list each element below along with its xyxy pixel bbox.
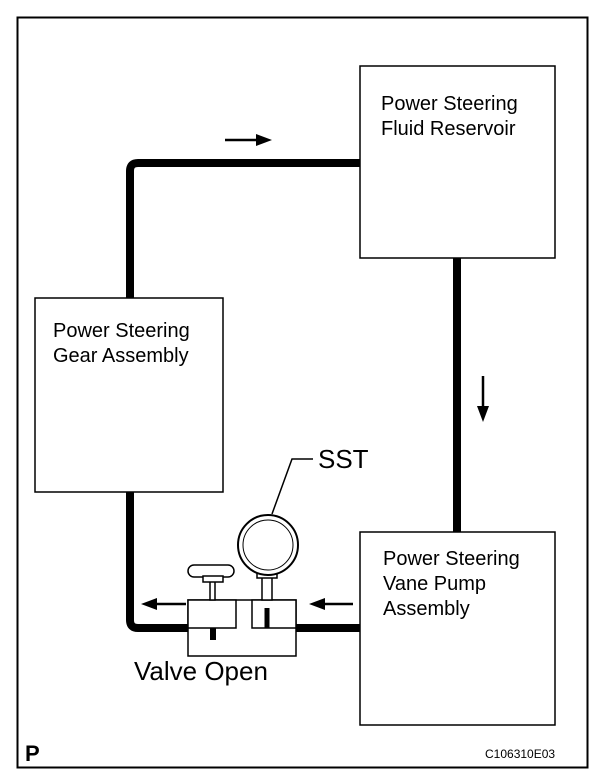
valve-handle [187,564,235,578]
sst-leader-line [271,458,313,515]
arrow-left-bottom-a [141,598,186,610]
pump-box: Power Steering Vane Pump Assembly [359,531,556,726]
hose-lines [126,159,461,632]
arrow-right-top [225,134,272,146]
pump-label-line1: Power Steering [383,548,520,570]
gear-label-line2: Gear Assembly [53,345,189,367]
pressure-gauge-icon [237,514,299,601]
outer-frame [16,16,589,769]
hose-gear-to-valve [126,492,188,632]
reservoir-box: Power Steering Fluid Reservoir [359,65,556,259]
valve-icon [187,564,297,657]
corner-label: P [25,741,40,766]
arrow-left-bottom-b [309,598,353,610]
gauge-block [251,599,297,629]
pump-label-line2: Vane Pump [383,573,486,595]
valve-handle-hub [202,575,224,583]
pump-label-line3: Assembly [383,598,470,620]
valve-block [187,599,237,629]
gauge-face-inner [242,519,294,571]
gear-label-line1: Power Steering [53,320,190,342]
sst-label: SST [318,444,369,474]
arrow-icon [141,134,489,610]
valve-open-label: Valve Open [134,656,268,686]
hose-reservoir-to-gear [126,159,360,298]
gear-box: Power Steering Gear Assembly [34,297,224,493]
figure-code: C106310E03 [485,747,555,761]
arrow-down-right [477,376,489,422]
reservoir-label-line2: Fluid Reservoir [381,118,516,140]
reservoir-label-line1: Power Steering [381,93,518,115]
